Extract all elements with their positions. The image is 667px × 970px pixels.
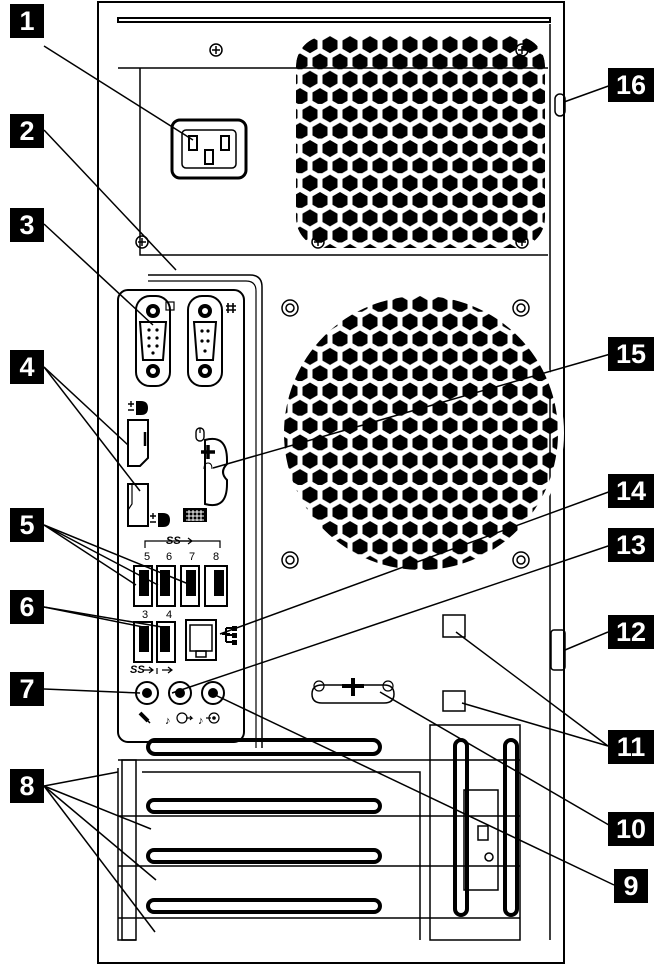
svg-text:SS: SS [130,664,145,676]
callout-14: 14 [608,474,654,508]
usb-port-label-5: 5 [144,551,150,563]
callout-11: 11 [608,730,654,764]
callout-8: 8 [10,769,44,803]
callout-13: 13 [608,528,654,562]
svg-text:♪: ♪ [198,715,204,727]
callout-12: 12 [608,615,654,649]
callout-2: 2 [10,114,44,148]
card-bracket [429,724,521,941]
serial-port-icon [187,295,236,387]
usb-port-icon [133,565,228,663]
ethernet-port-icon [185,619,237,661]
callout-1: 1 [10,4,44,38]
power-supply [118,36,548,256]
usb-port-label-8: 8 [213,551,219,563]
serial-knockout-icon [311,678,395,704]
ps2-port-icon [201,438,228,506]
callout-6: 6 [10,590,44,624]
usb-group-bracket: SS [144,535,221,548]
usb-port-label-7: 7 [189,551,195,563]
callout-4: 4 [10,350,44,384]
callout-7: 7 [10,672,44,706]
system-fan-grille [278,290,564,576]
audio-line-out-icon: ♪ [165,681,194,727]
svg-text:♪: ♪ [165,715,171,727]
callout-5: 5 [10,508,44,542]
microphone-jack-icon [135,681,159,724]
callout-16: 16 [608,68,654,102]
callout-10: 10 [608,812,654,846]
vga-port-icon [135,295,175,387]
callout-15: 15 [608,337,654,371]
screw-icon [135,43,529,249]
usb-port-label-4: 4 [166,609,172,621]
psu-fan-grille [296,36,545,248]
displayport-icon [127,401,170,527]
power-connector-icon [170,118,248,180]
callout-leader-lines [43,45,615,933]
fan-mount-hole [281,299,530,569]
mouse-icon [195,427,205,442]
expansion-card-slots [117,738,520,941]
usb-port-label-3: 3 [142,609,148,621]
svg-text:SS: SS [166,535,181,547]
padlock-loop [442,614,466,712]
audio-line-in-icon: ♪ [198,681,225,727]
usb-symbol-icon: SS [130,664,173,676]
usb-port-label-6: 6 [166,551,172,563]
callout-3: 3 [10,208,44,242]
keyboard-icon [183,508,207,522]
callout-9: 9 [614,869,648,903]
